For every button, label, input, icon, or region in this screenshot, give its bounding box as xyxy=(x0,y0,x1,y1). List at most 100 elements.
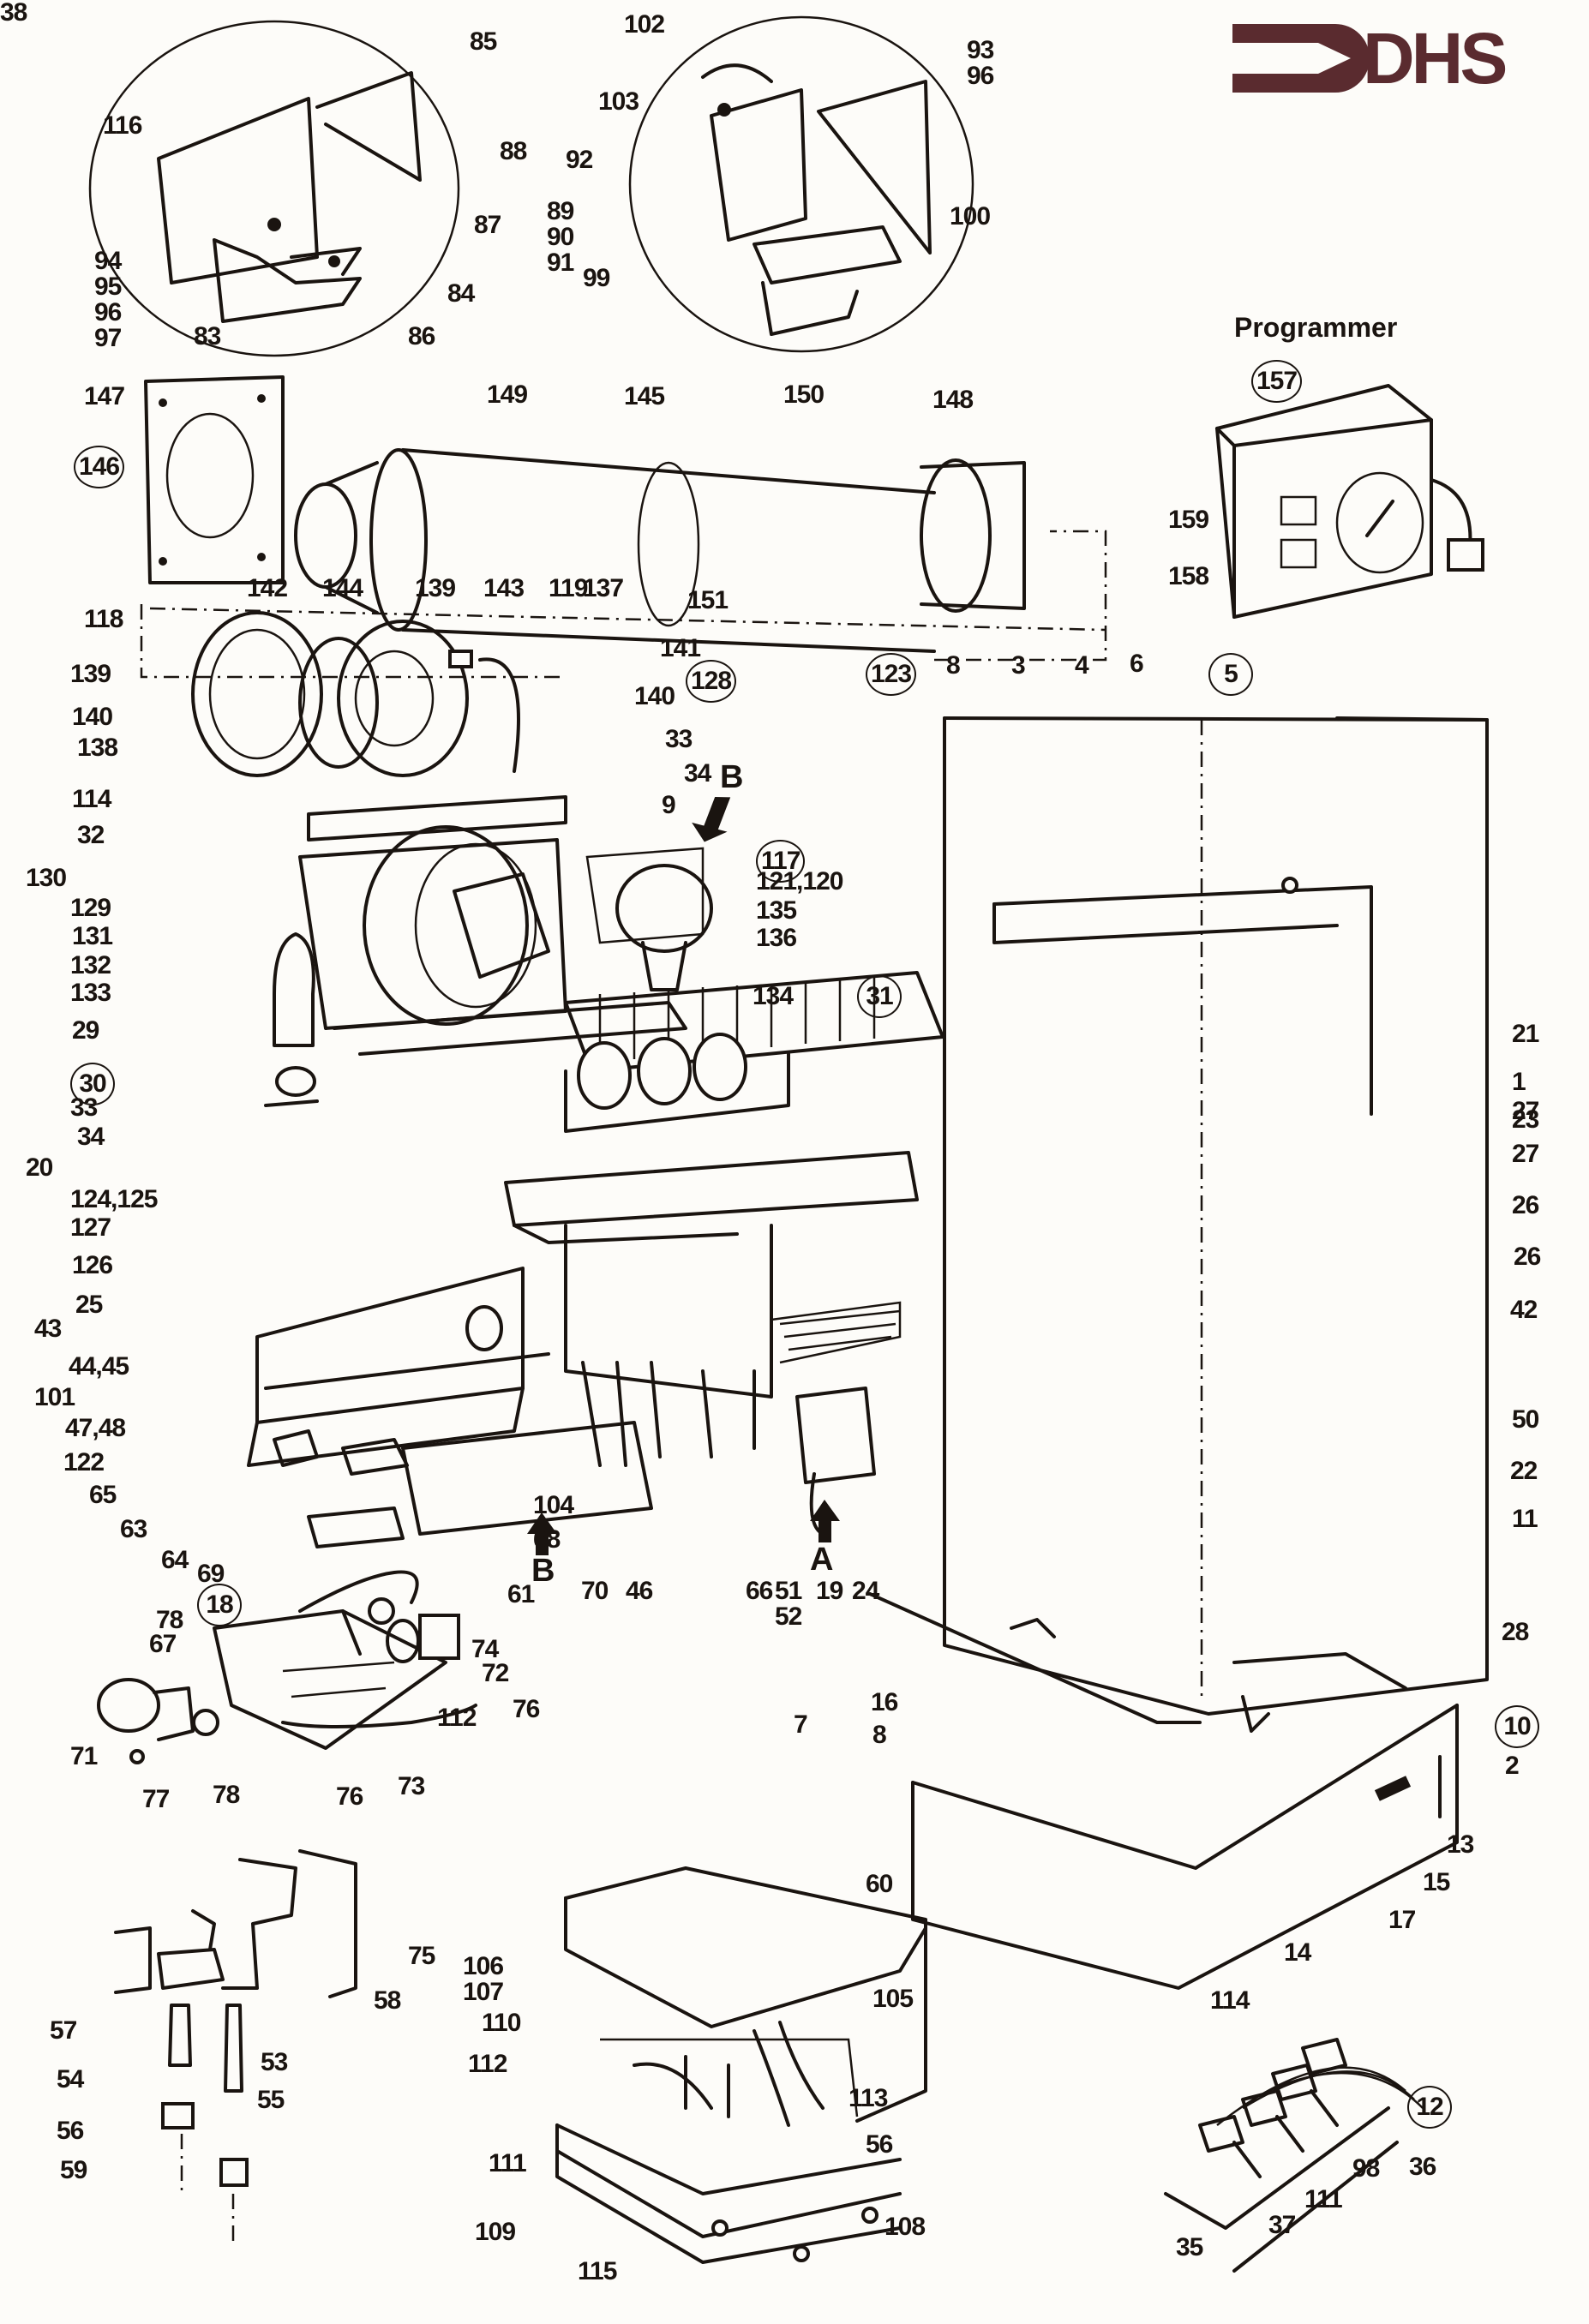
fan-assembly xyxy=(140,604,713,1107)
part-callout-33: 33 xyxy=(665,725,693,753)
part-callout-8: 8 xyxy=(872,1721,887,1749)
circled-part-callout-30: 30 xyxy=(70,1063,115,1105)
part-callout-149: 149 xyxy=(487,380,528,409)
part-callout-4: 4 xyxy=(1075,651,1089,680)
part-callout-23: 23 xyxy=(1512,1105,1539,1134)
part-callout-67: 67 xyxy=(149,1630,177,1658)
part-callout-119: 119 xyxy=(549,574,588,602)
part-callout-133: 133 xyxy=(70,979,111,1007)
part-callout-85: 85 xyxy=(470,27,497,56)
part-callout-63: 63 xyxy=(120,1515,147,1543)
part-callout-122: 122 xyxy=(63,1448,105,1476)
part-callout-103: 103 xyxy=(598,87,639,116)
part-callout-144: 144 xyxy=(322,574,363,602)
part-callout-6: 6 xyxy=(1130,650,1144,678)
part-callout-51: 51 52 xyxy=(775,1577,802,1631)
part-callout-34: 34 xyxy=(77,1123,105,1151)
circled-part-callout-128: 128 xyxy=(686,660,737,703)
part-callout-86: 86 xyxy=(408,322,435,350)
part-callout-26: 26 xyxy=(1514,1243,1541,1271)
part-callout-73: 73 xyxy=(398,1772,425,1800)
part-callout-129: 129 xyxy=(70,894,111,922)
part-callout-57: 57 xyxy=(50,2016,77,2045)
part-callout-55: 55 xyxy=(257,2086,285,2114)
part-callout-139: 139 xyxy=(70,660,111,688)
circled-part-callout-157: 157 xyxy=(1251,360,1303,403)
part-callout-121-120: 121,120 xyxy=(756,867,843,895)
circled-part-callout-12: 12 xyxy=(1407,2086,1452,2129)
part-callout-142: 142 xyxy=(247,574,288,602)
part-callout-76: 76 xyxy=(513,1695,540,1723)
part-callout-68: 68 xyxy=(533,1525,561,1554)
part-callout-101: 101 xyxy=(34,1383,75,1411)
dhs-logo-arrow-icon xyxy=(1232,24,1370,93)
part-callout-2: 2 xyxy=(1505,1752,1520,1780)
part-callout-137: 137 xyxy=(583,574,624,602)
part-callout-111: 111 xyxy=(1304,2185,1343,2213)
part-callout-132: 132 xyxy=(70,951,111,979)
control-box-assembly xyxy=(555,1866,927,2264)
part-callout-72: 72 xyxy=(482,1659,509,1687)
part-callout-35: 35 xyxy=(1176,2233,1203,2261)
part-callout-37: 37 xyxy=(1268,2211,1296,2239)
part-callout-43: 43 xyxy=(34,1315,62,1343)
part-callout-8: 8 xyxy=(946,651,961,680)
part-callout-139: 139 xyxy=(415,574,456,602)
part-callout-148: 148 xyxy=(932,386,974,414)
part-callout-28: 28 xyxy=(1502,1618,1529,1646)
part-callout-113: 113 xyxy=(848,2084,888,2112)
part-callout-59: 59 xyxy=(60,2156,87,2184)
part-callout-46: 46 xyxy=(626,1577,653,1605)
part-callout-27: 27 xyxy=(1512,1097,1539,1125)
programmer-title: Programmer xyxy=(1234,312,1398,343)
part-callout-29: 29 xyxy=(72,1016,99,1045)
part-callout-99: 99 xyxy=(583,264,610,292)
part-callout-159: 159 xyxy=(1168,506,1209,534)
part-callout-61: 61 xyxy=(507,1580,535,1608)
main-casing xyxy=(868,716,1489,1990)
part-callout-131: 131 xyxy=(72,922,113,950)
heat-exchanger xyxy=(504,971,944,1399)
part-callout-158: 158 xyxy=(1168,562,1209,590)
part-callout-56: 56 xyxy=(57,2117,84,2145)
part-callout-83: 83 xyxy=(194,322,221,350)
circled-part-callout-5: 5 xyxy=(1208,653,1253,696)
part-callout-93: 93 96 xyxy=(967,36,994,90)
part-callout-140: 140 xyxy=(634,682,675,710)
part-callout-127: 127 xyxy=(70,1213,111,1242)
part-callout-87: 87 xyxy=(474,211,501,239)
part-callout-21: 21 xyxy=(1512,1020,1539,1048)
part-callout-34: 34 xyxy=(684,759,711,788)
part-callout-84: 84 xyxy=(447,279,475,308)
part-callout-141: 141 xyxy=(660,634,701,662)
part-callout-17: 17 xyxy=(1388,1906,1416,1934)
gas-valve-assembly xyxy=(97,1438,477,1764)
view-marker-a: A xyxy=(810,1542,833,1578)
programmer-unit xyxy=(1215,384,1484,619)
part-callout-38: 38 xyxy=(0,0,27,27)
part-callout-143: 143 xyxy=(483,574,525,602)
part-callout-100: 100 xyxy=(950,202,991,231)
part-callout-74: 74 xyxy=(471,1635,499,1663)
part-callout-50: 50 xyxy=(1512,1405,1539,1434)
part-callout-77: 77 xyxy=(142,1785,170,1813)
part-callout-114: 114 xyxy=(72,785,111,813)
part-callout-47-48: 47,48 xyxy=(65,1414,126,1442)
part-callout-112: 112 xyxy=(437,1704,477,1732)
part-callout-13: 13 xyxy=(1447,1830,1474,1859)
part-callout-124-125: 124,125 xyxy=(70,1185,158,1213)
part-callout-151: 151 xyxy=(687,586,729,614)
part-callout-106: 106 107 xyxy=(463,1952,504,2006)
part-callout-69: 69 xyxy=(197,1560,225,1588)
flue-assembly xyxy=(144,375,1107,662)
part-callout-94: 94 95 96 97 xyxy=(94,247,122,352)
part-callout-27: 27 xyxy=(1512,1140,1539,1168)
part-callout-64: 64 xyxy=(161,1546,189,1574)
part-callout-89: 89 90 91 xyxy=(547,197,574,277)
part-callout-26: 26 xyxy=(1512,1191,1539,1219)
part-callout-66: 66 xyxy=(746,1577,773,1605)
part-callout-102: 102 xyxy=(624,10,665,39)
circled-part-callout-31: 31 xyxy=(857,975,902,1018)
